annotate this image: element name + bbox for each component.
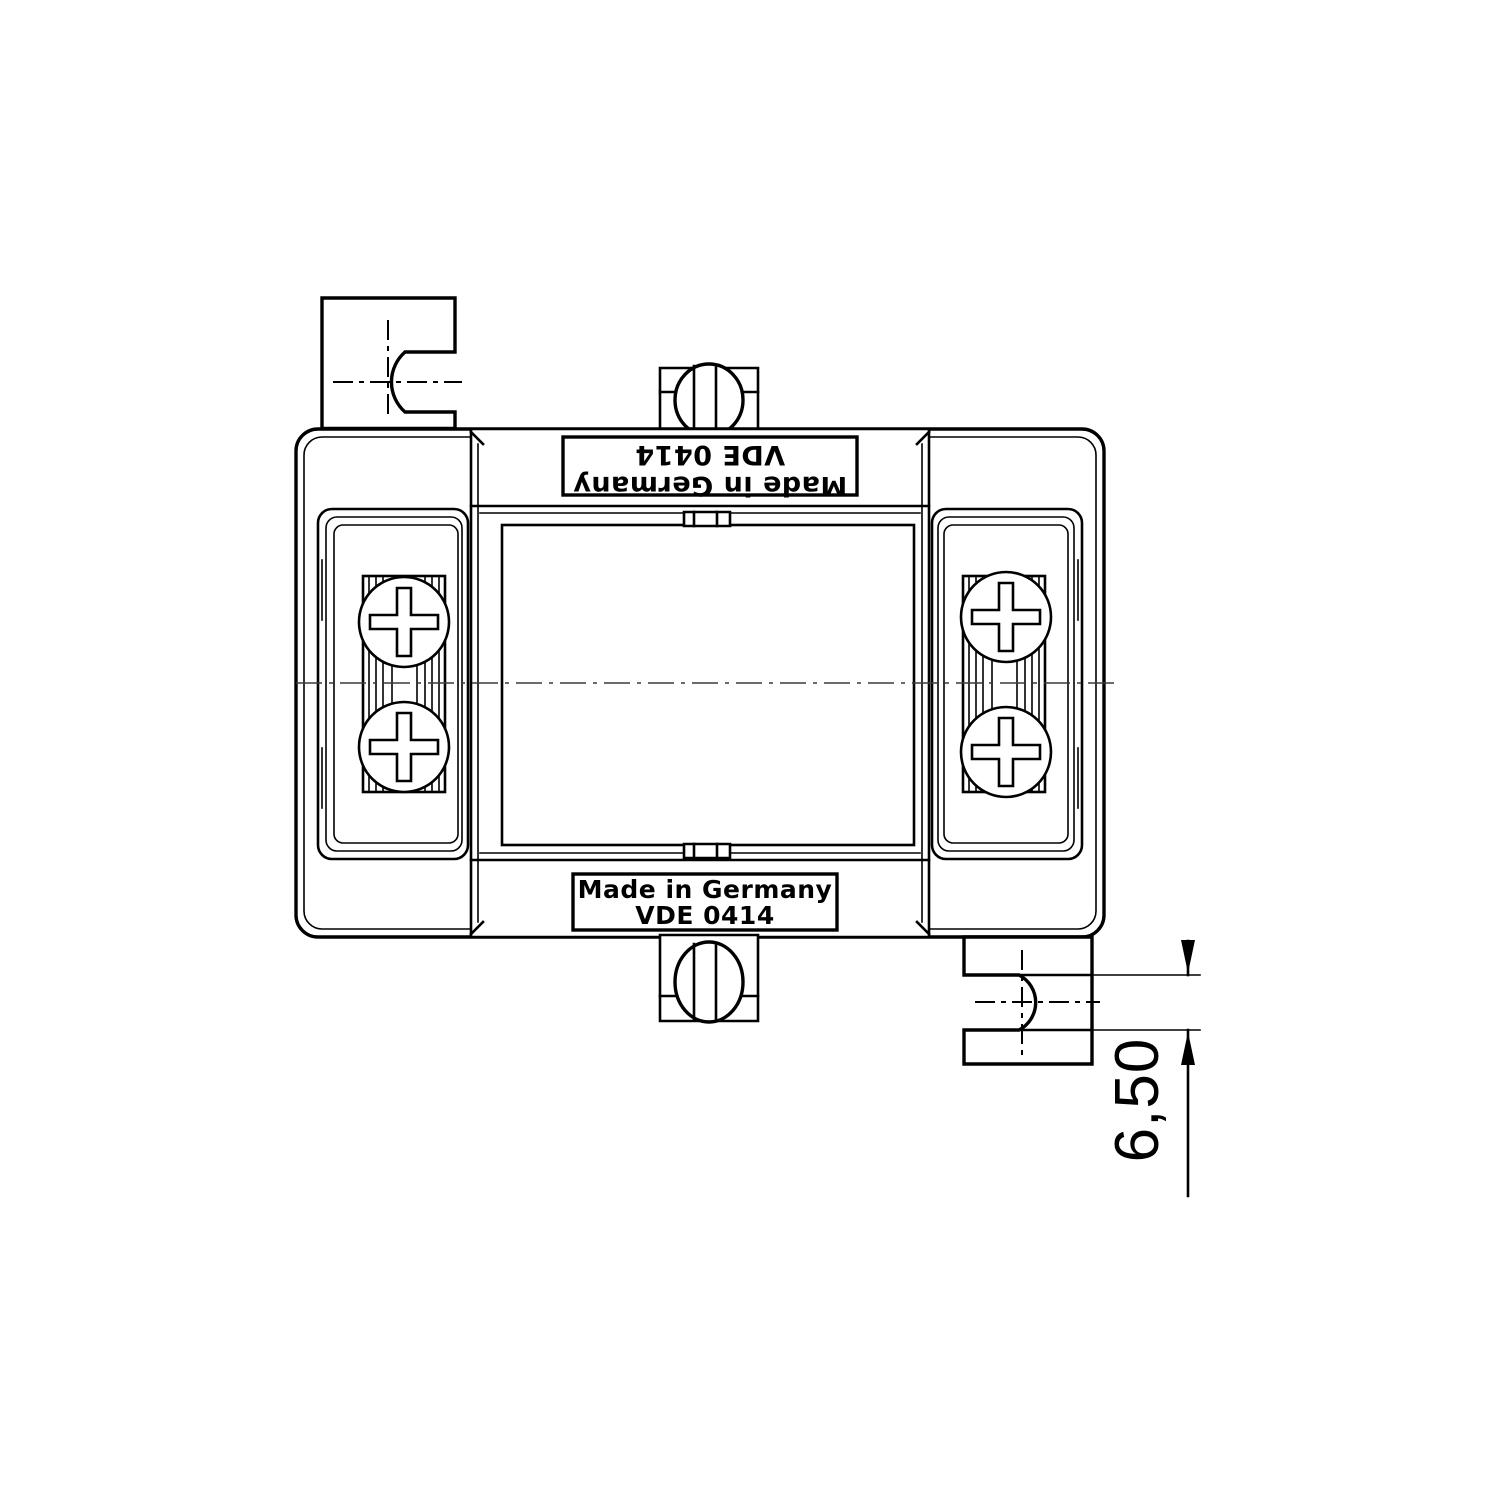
top-label-frame <box>561 435 859 497</box>
top-center-screw-boss <box>658 362 760 438</box>
plate-chamfer-br <box>915 920 931 936</box>
screw-right-upper <box>959 570 1053 664</box>
top-label-plate: Made in Germany VDE 0414 <box>561 435 859 501</box>
window-tab-bottom <box>682 842 732 860</box>
top-label-line1: Made in Germany <box>573 470 847 501</box>
top-label-line2: VDE 0414 <box>635 439 785 470</box>
window-tab-top <box>682 510 732 528</box>
top-left-mounting-bracket <box>320 296 462 434</box>
bottom-label-frame <box>571 872 839 932</box>
screw-right-lower <box>959 705 1053 799</box>
plate-chamfer-tr <box>915 430 931 446</box>
boss-circle <box>673 940 745 1024</box>
dimension-value-label: 6,50 <box>1103 1038 1172 1163</box>
plate-chamfer-bl <box>469 920 485 936</box>
plate-chamfer-tl <box>469 430 485 446</box>
bottom-center-screw-boss <box>658 933 760 1024</box>
screw-left-upper <box>357 575 451 669</box>
left-term-inner <box>333 524 459 844</box>
phillips-cross-icon <box>970 716 1042 788</box>
bottom-label-plate: Made in Germany VDE 0414 <box>571 872 839 932</box>
window-rect <box>500 523 916 847</box>
right-term-inner <box>943 524 1069 844</box>
dim-arrow-up-icon <box>1181 1032 1195 1065</box>
right-terminal-block <box>930 507 1084 861</box>
right-term-mid <box>937 516 1075 852</box>
dim-arrow-down-icon <box>1181 940 1195 973</box>
left-term-mid <box>325 516 463 852</box>
bottom-label-line2: VDE 0414 <box>635 901 774 930</box>
phillips-cross-icon <box>368 711 440 783</box>
left-terminal-block <box>316 507 470 861</box>
boss-circle <box>673 362 745 438</box>
dimension-6-50: 6,50 <box>1091 939 1201 1198</box>
screw-left-lower <box>357 700 451 794</box>
bottom-label-line1: Made in Germany <box>578 875 833 904</box>
phillips-cross-icon <box>970 581 1042 653</box>
center-window-cutout <box>500 510 916 860</box>
phillips-cross-icon <box>368 586 440 658</box>
bottom-right-mounting-bracket <box>962 935 1100 1066</box>
bracket-outline <box>962 935 1094 1066</box>
